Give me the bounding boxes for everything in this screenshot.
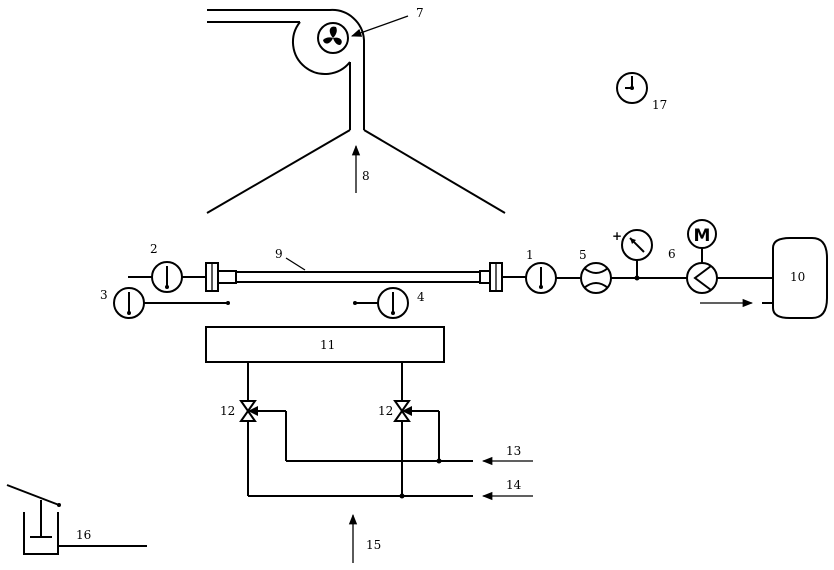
label-14: 14 (506, 478, 522, 492)
label-5: 5 (579, 248, 587, 262)
flowmeter-5-icon (580, 262, 612, 294)
fan-rotor-circle (317, 22, 349, 54)
supply-line-14 (248, 491, 533, 501)
tank-10 (772, 237, 828, 319)
pump-6-icon: M (686, 219, 718, 294)
thermometer-1-icon (525, 262, 557, 294)
leader-7 (351, 15, 409, 37)
label-11: 11 (320, 338, 335, 352)
thermometer-2-icon (151, 261, 183, 293)
label-13: 13 (506, 444, 521, 458)
label-3: 3 (100, 288, 108, 302)
fan-duct-assembly: 7 (207, 6, 424, 130)
label-16: 16 (76, 528, 91, 542)
label-17: 17 (652, 98, 667, 112)
fan-housing (292, 21, 351, 75)
fan-blades-icon (323, 26, 342, 45)
thermometer-3-icon (113, 287, 230, 319)
label-7: 7 (416, 6, 424, 20)
reservoir-16-icon (6, 484, 147, 555)
label-8: 8 (362, 169, 370, 183)
duct-outer-wall (207, 8, 365, 130)
label-15: 15 (366, 538, 381, 552)
valve-12-left-icon (239, 362, 287, 496)
coupler-right (479, 270, 491, 284)
gauge-plus-sign: + (612, 229, 622, 243)
coupler-left (217, 270, 237, 284)
clock-icon (616, 72, 648, 104)
label-12-right: 12 (378, 404, 393, 418)
test-tube-9 (235, 271, 481, 283)
pressure-gauge-icon: + (612, 229, 653, 281)
label-6: 6 (668, 247, 676, 261)
label-9: 9 (275, 247, 283, 261)
thermometer-4-icon (353, 287, 409, 319)
control-box-11 (205, 326, 445, 363)
label-10: 10 (790, 270, 805, 284)
test-tube-line: 2 9 1 5 (128, 219, 828, 319)
motor-letter: M (694, 226, 711, 246)
supply-line-13 (286, 456, 533, 466)
label-4: 4 (417, 290, 425, 304)
exhaust-hood (206, 129, 506, 214)
label-1: 1 (526, 248, 534, 262)
label-12-left: 12 (220, 404, 235, 418)
valve-12-right-icon (393, 362, 440, 496)
label-2: 2 (150, 242, 158, 256)
